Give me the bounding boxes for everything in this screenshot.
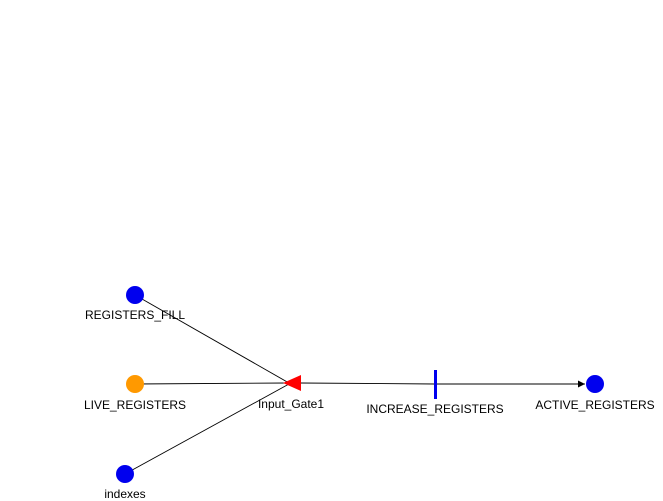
place-indexes[interactable]: indexes <box>104 465 146 501</box>
arc-gate-to-increase-registers <box>299 382 436 385</box>
place-live-registers[interactable]: LIVE_REGISTERS <box>84 375 186 412</box>
input-gate-label: Input_Gate1 <box>258 397 324 411</box>
place-live-registers-circle[interactable] <box>126 375 144 393</box>
place-active-registers[interactable]: ACTIVE_REGISTERS <box>535 375 655 412</box>
place-active-registers-circle[interactable] <box>586 375 604 393</box>
place-registers-fill-circle[interactable] <box>126 286 144 304</box>
transition-increase-registers[interactable]: INCREASE_REGISTERS <box>366 370 504 416</box>
input-gate-triangle[interactable] <box>283 375 301 391</box>
arc-live-registers-to-gate <box>134 382 289 385</box>
place-active-registers-label: ACTIVE_REGISTERS <box>535 398 654 412</box>
place-live-registers-label: LIVE_REGISTERS <box>84 398 186 412</box>
place-registers-fill-label: REGISTERS_FILL <box>85 308 185 322</box>
input-gate[interactable]: Input_Gate1 <box>258 375 324 411</box>
arc-registers-fill-to-gate <box>134 294 290 384</box>
place-indexes-label: indexes <box>104 487 145 501</box>
transition-increase-registers-label: INCREASE_REGISTERS <box>366 402 503 416</box>
place-registers-fill[interactable]: REGISTERS_FILL <box>85 286 185 322</box>
transition-increase-registers-bar[interactable] <box>434 370 437 399</box>
place-indexes-circle[interactable] <box>116 465 134 483</box>
arc-indexes-to-gate <box>124 383 290 475</box>
arcs <box>124 294 585 475</box>
